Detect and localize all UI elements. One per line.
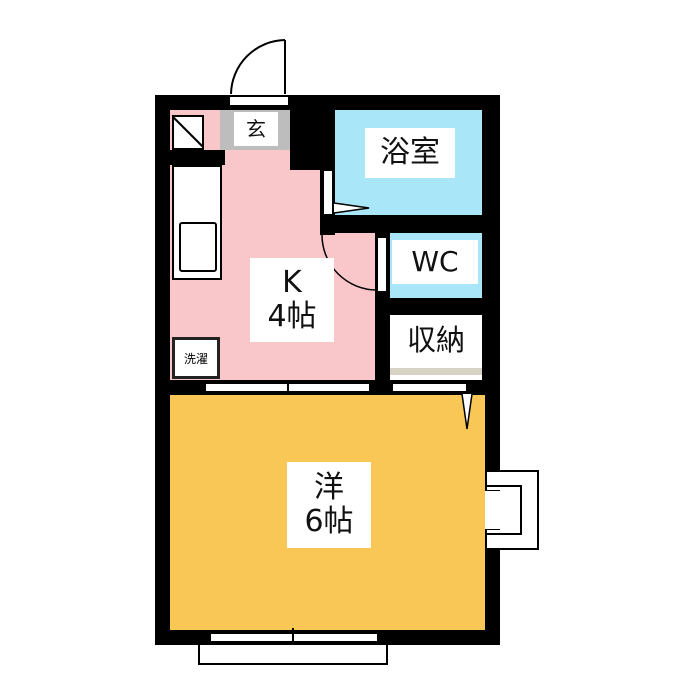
balcony <box>198 645 388 665</box>
storage-label: 収納 <box>392 318 480 363</box>
bath-door[interactable] <box>323 170 333 215</box>
wc-door[interactable] <box>377 237 387 292</box>
washer-space: 洗濯 <box>172 337 220 379</box>
entrance-door[interactable] <box>225 38 295 98</box>
bath-door-swing <box>333 202 370 214</box>
storage-door[interactable] <box>392 383 467 392</box>
kitchen-label: K 4帖 <box>250 258 334 342</box>
kitchen-label-type: K <box>282 264 302 300</box>
bay-window-opening <box>485 490 500 530</box>
bath-label: 浴室 <box>365 128 455 178</box>
closet-box <box>172 115 204 150</box>
bottom-window <box>210 633 378 642</box>
wc-door-swing <box>321 234 378 291</box>
wall-notch <box>290 110 325 170</box>
sliding-door-divider <box>287 380 289 395</box>
sink-icon <box>179 222 217 272</box>
storage-door-swing <box>461 393 473 430</box>
wall-bath-bottom <box>320 215 500 233</box>
storage-shelf <box>390 368 482 375</box>
entrance-threshold <box>230 97 288 105</box>
entrance-label: 玄 <box>234 112 278 146</box>
wall-closet <box>170 150 225 165</box>
wall-wc-bottom <box>390 298 485 315</box>
kitchen-label-size: 4帖 <box>267 299 317 334</box>
western-label: 洋 6帖 <box>287 462 371 548</box>
western-label-size: 6帖 <box>304 504 354 539</box>
wc-label: WC <box>392 240 478 284</box>
bottom-window-divider <box>292 628 294 645</box>
western-label-type: 洋 <box>314 469 344 505</box>
bay-window-inner <box>487 485 522 535</box>
